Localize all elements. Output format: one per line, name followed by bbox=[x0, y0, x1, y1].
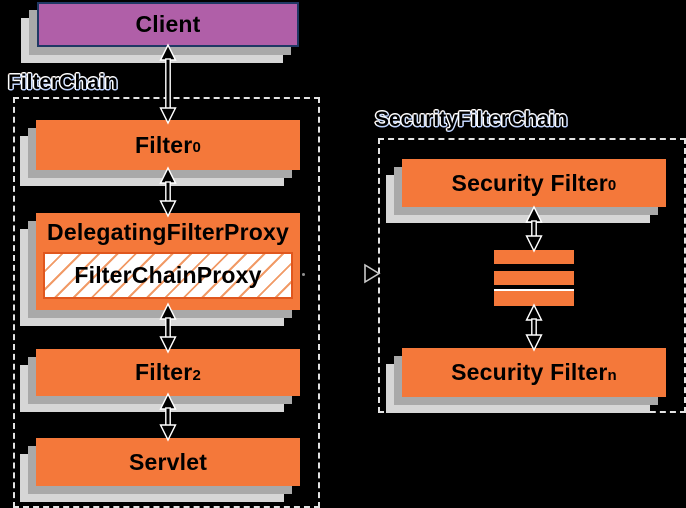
filter-chain-proxy-label: FilterChainProxy bbox=[74, 262, 262, 288]
ellipsis-bar-3 bbox=[494, 289, 574, 306]
client-filter0-double-arrow-icon bbox=[159, 43, 177, 125]
client-label: Client bbox=[135, 11, 201, 37]
filter-chain-group-label: FilterChain bbox=[8, 71, 118, 94]
servlet-node: Servlet bbox=[36, 438, 300, 486]
delegating-filter-proxy-title: DelegatingFilterProxy bbox=[36, 213, 300, 252]
fcp-filter2-double-arrow-icon bbox=[159, 302, 177, 354]
chain-link-open-right-arrow-icon bbox=[364, 263, 381, 284]
connector-dot bbox=[302, 273, 305, 276]
servlet-label: Servlet bbox=[128, 448, 208, 475]
delegating-filter-proxy-node: DelegatingFilterProxy FilterChainProxy bbox=[36, 213, 300, 310]
security-filter-n-label: Security Filter bbox=[451, 359, 608, 385]
security-filter-chain-group-label: SecurityFilterChain bbox=[375, 108, 568, 131]
filter-chain-proxy-node: FilterChainProxy bbox=[43, 252, 293, 299]
security-filter0-bars-double-arrow-icon bbox=[525, 205, 543, 253]
client-node: Client bbox=[37, 2, 299, 47]
filter0-dfp-double-arrow-icon bbox=[159, 166, 177, 218]
ellipsis-bar-2 bbox=[494, 271, 574, 285]
security-filter-0-label: Security Filter bbox=[451, 169, 608, 196]
filter0-label: Filter bbox=[135, 131, 193, 158]
bars-security-filtern-double-arrow-icon bbox=[525, 303, 543, 352]
security-filter-chain-boundary bbox=[378, 138, 686, 413]
delegating-filter-proxy-label: DelegatingFilterProxy bbox=[47, 219, 289, 245]
ellipsis-bar-1 bbox=[494, 250, 574, 264]
filter2-label: Filter bbox=[135, 359, 193, 385]
filter2-servlet-double-arrow-icon bbox=[159, 392, 177, 442]
